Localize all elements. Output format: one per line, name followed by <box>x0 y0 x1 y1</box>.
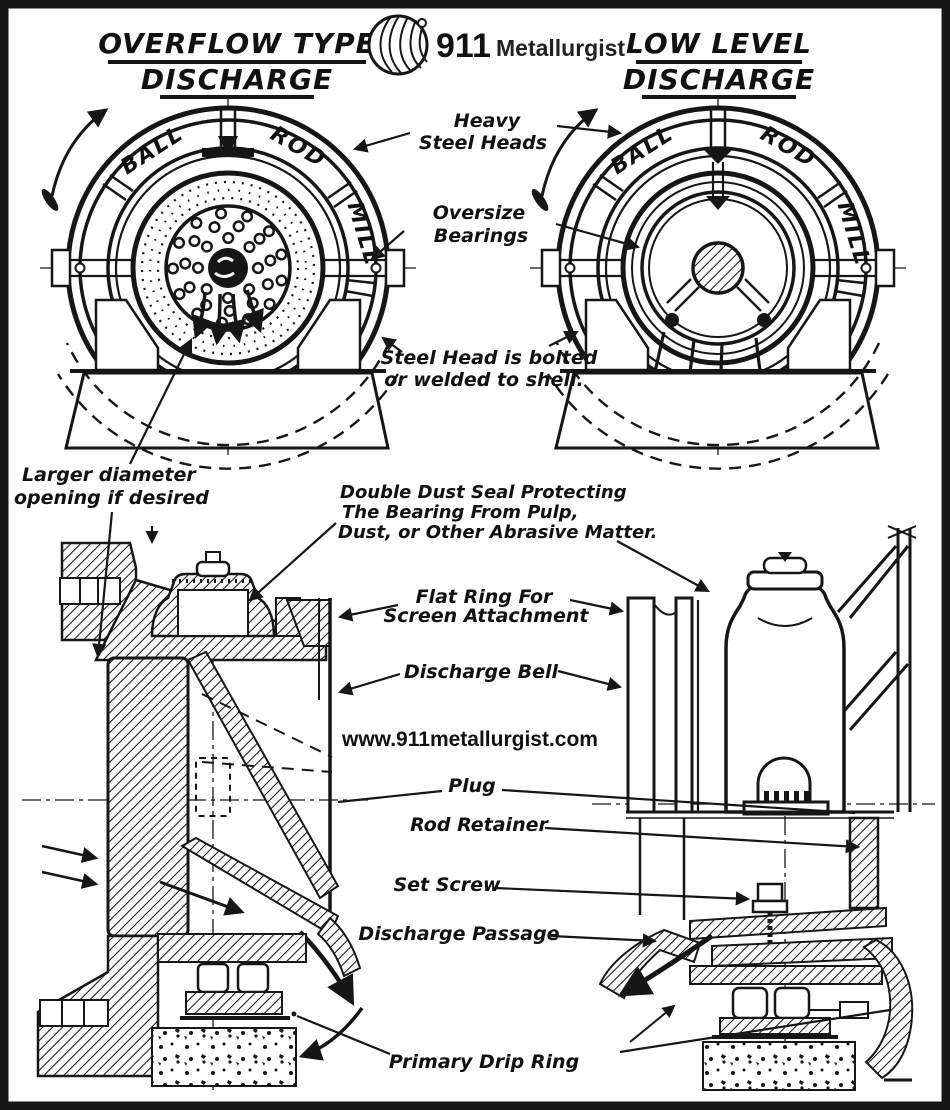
label-dust-seal-line1: Double Dust Seal Protecting <box>340 482 627 503</box>
support-bracket <box>584 298 650 372</box>
dust-seal-housing <box>150 551 301 638</box>
label-larger-diameter-line1: Larger diameter <box>22 464 197 486</box>
discharge-flow-arrow <box>617 933 714 997</box>
flat-ring <box>626 596 656 814</box>
rod-retainer-ring <box>848 816 880 910</box>
support-bracket <box>94 298 160 372</box>
discharge-plate <box>711 936 893 968</box>
rotation-arrow <box>50 108 109 197</box>
bearing-base <box>185 991 283 1015</box>
flange-bolt <box>59 577 121 605</box>
logo-number: 911 <box>436 27 491 65</box>
leader-lines <box>92 124 891 1056</box>
left-trunnion-bearing <box>50 248 133 288</box>
label-rod-retainer: Rod Retainer <box>410 814 549 836</box>
label-steel-head-bolted-line1: Steel Head is bolted <box>381 347 598 369</box>
label-steel-head-bolted-line2: or welded to shell. <box>384 369 583 391</box>
label-oversize-bearings-line1: Oversize <box>433 202 526 224</box>
concrete-foundation <box>702 1041 856 1091</box>
pedestal <box>554 371 880 450</box>
title-overflow-line2: DISCHARGE <box>141 63 333 96</box>
end-flange <box>106 656 190 938</box>
discharge-lip <box>316 916 362 978</box>
pulp-flow-arrows <box>192 289 264 346</box>
set-screw-part <box>751 882 789 944</box>
label-flat-ring-line1: Flat Ring For <box>416 586 554 608</box>
discharge-cone-upper <box>186 650 340 900</box>
discharge-bell-ring <box>674 596 694 814</box>
hidden-plug-outline <box>195 757 231 817</box>
discharge-bell-housing <box>724 552 846 816</box>
label-heavy-steel-heads-line1: Heavy <box>454 110 522 132</box>
lowlevel-section-view <box>592 525 935 1091</box>
title-lowlevel-line2: DISCHARGE <box>623 63 815 96</box>
left-trunnion-bearing <box>540 248 623 288</box>
label-primary-drip-ring: Primary Drip Ring <box>389 1051 579 1073</box>
bearing-cap <box>157 933 307 963</box>
overflow-mill-end-view: BALL ROD MILL <box>40 98 416 470</box>
label-plug: Plug <box>448 775 496 797</box>
header: OVERFLOW TYPE DISCHARGE LOW LEVEL DISCHA… <box>98 14 815 99</box>
base-plate <box>689 965 883 985</box>
band-dividers <box>102 173 375 298</box>
rotation-arrow <box>540 108 599 197</box>
title-lowlevel-line1: LOW LEVEL <box>626 27 812 60</box>
label-discharge-passage: Discharge Passage <box>358 923 559 945</box>
label-discharge-bell: Discharge Bell <box>404 661 559 683</box>
band-dividers <box>592 173 865 298</box>
pedestal <box>64 371 390 450</box>
right-trunnion-bearing <box>813 248 896 288</box>
inner-head <box>631 162 805 355</box>
logo-globe-icon <box>367 14 429 76</box>
retainer-plate <box>689 906 887 941</box>
concrete-foundation <box>151 1027 297 1087</box>
label-dust-seal-line3: Dust, or Other Abrasive Matter. <box>338 522 657 543</box>
lowlevel-mill-end-view: BALL ROD MILL <box>530 98 906 470</box>
label-flat-ring-line2: Screen Attachment <box>384 605 590 627</box>
drip-ring <box>862 938 914 1080</box>
logo-name: Metallurgist <box>496 35 625 61</box>
label-oversize-bearings-line2: Bearings <box>434 225 529 247</box>
support-bracket <box>786 298 852 372</box>
bearing-base <box>719 1017 831 1035</box>
overflow-section-view <box>22 526 368 1090</box>
watermark-url: www.911metallurgist.com <box>341 728 598 751</box>
discharge-cone-lower <box>180 836 340 936</box>
label-larger-diameter-line2: opening if desired <box>14 487 209 509</box>
annotation-labels: Heavy Steel Heads Oversize Bearings Stee… <box>14 110 657 1073</box>
title-overflow-line1: OVERFLOW TYPE <box>98 27 376 60</box>
support-bracket <box>296 298 362 372</box>
label-dust-seal-line2: The Bearing From Pulp, <box>342 502 579 523</box>
label-heavy-steel-heads-line2: Steel Heads <box>419 132 547 154</box>
label-set-screw: Set Screw <box>393 874 500 896</box>
